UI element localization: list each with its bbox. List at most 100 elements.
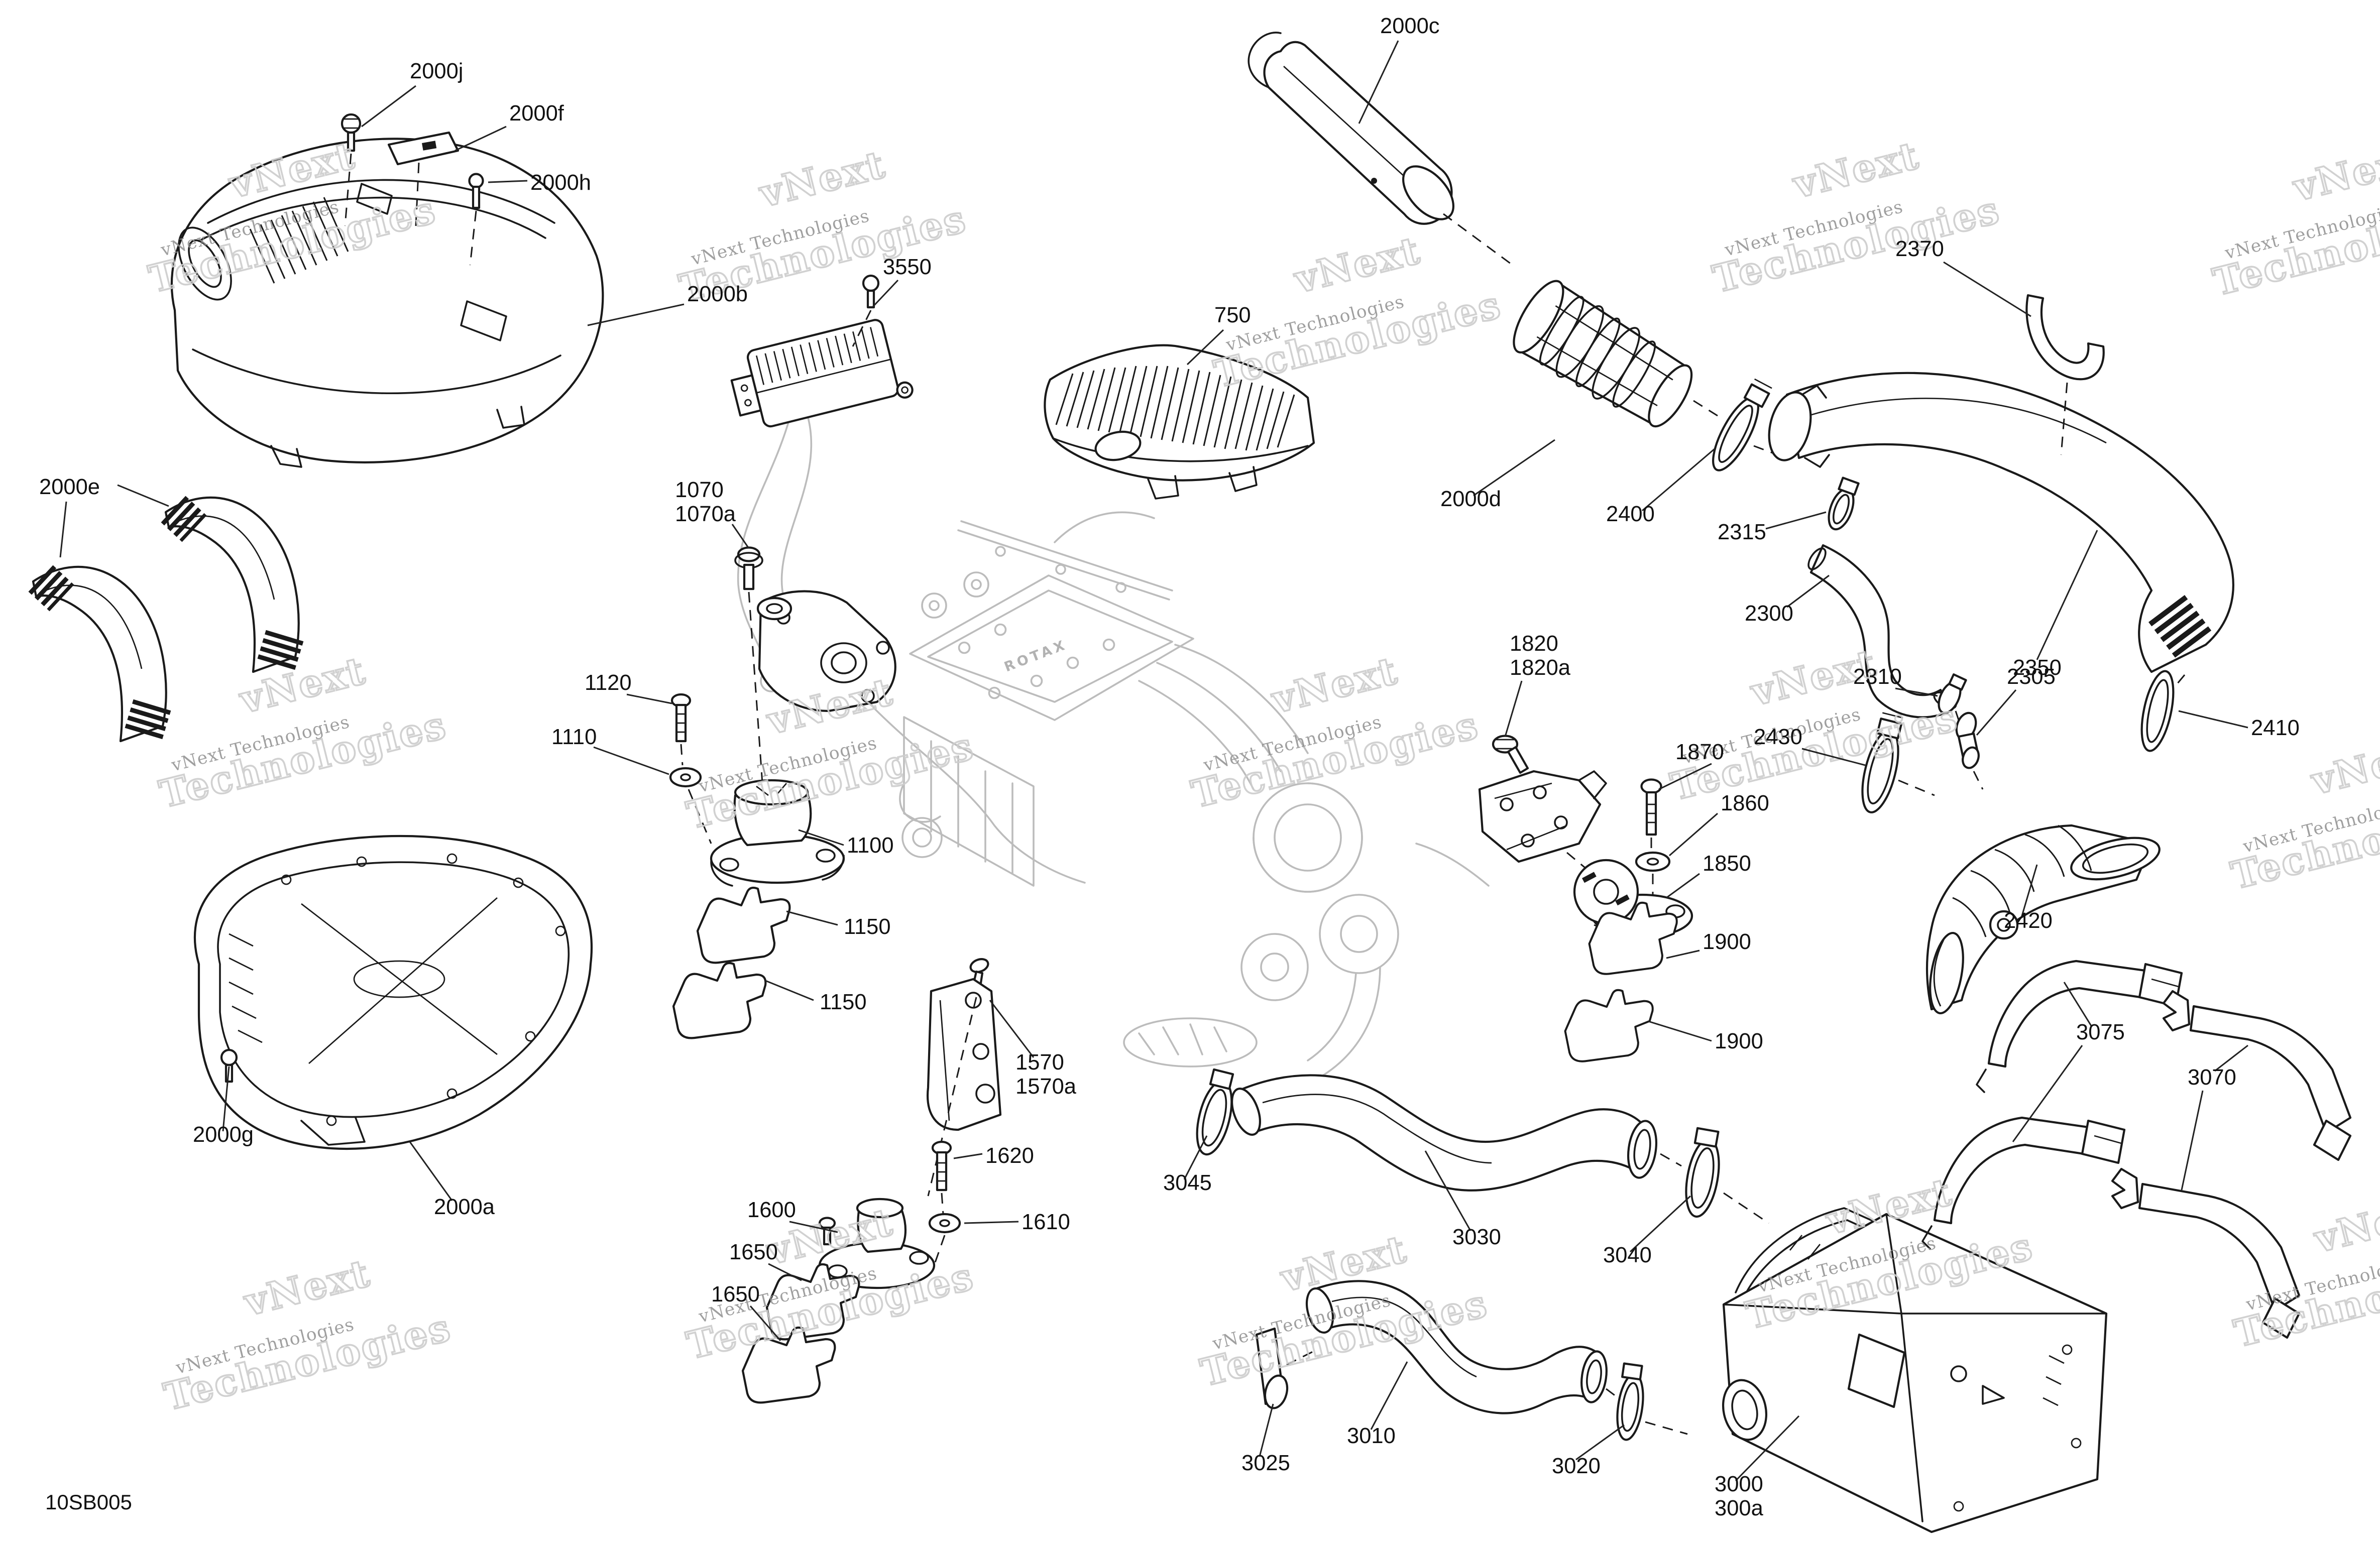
bracket-1820-drawing — [1478, 770, 1607, 869]
part-label-3045: 3045 — [1163, 1171, 1212, 1195]
ring-2410-drawing — [2140, 670, 2175, 752]
leader-line-2000g — [222, 1066, 230, 1132]
engine-assembly-drawing: ROTAX — [737, 415, 1490, 1077]
watermark-big-top: vNext — [2306, 730, 2380, 803]
leader-line-2000j — [361, 85, 416, 128]
part-label-2300: 2300 — [1745, 602, 1793, 626]
watermark-big-top: vNext — [239, 1251, 375, 1325]
leader-line-2420 — [2021, 864, 2038, 916]
bracket-1100-upper-drawing — [756, 590, 896, 712]
leader-line-2000f — [455, 126, 507, 152]
part-label-2400: 2400 — [1606, 502, 1655, 526]
engine-cover-drawing — [1044, 344, 1315, 500]
part-label-1120: 1120 — [585, 671, 632, 695]
assembly-axis-3020 — [1606, 1388, 1688, 1435]
engine-cover-ribs — [1055, 366, 1295, 451]
leader-line-1820 — [1504, 680, 1523, 737]
leader-line-3045 — [1183, 1135, 1208, 1180]
bolt-1820-drawing — [1492, 735, 1550, 802]
leader-line-2000a — [409, 1141, 453, 1201]
part-label-1110: 1110 — [551, 725, 597, 749]
leader-line-3020 — [1575, 1424, 1625, 1461]
part-label-2000e: 2000e — [39, 475, 100, 499]
part-label-2420: 2420 — [2004, 909, 2053, 933]
bracket-1570-drawing — [927, 958, 1002, 1197]
part-label-1650-a: 1650 — [729, 1240, 778, 1264]
leader-line-2400 — [1642, 448, 1715, 512]
mount-1100-drawing — [710, 779, 845, 887]
leader-line-1870 — [1658, 763, 1712, 790]
leader-line-3030 — [1424, 1150, 1471, 1231]
part-label-2000h: 2000h — [530, 171, 591, 195]
part-label-2305: 2305 — [2007, 665, 2056, 689]
leader-line-2000d — [1473, 439, 1555, 497]
part-label-2410: 2410 — [2251, 716, 2300, 740]
part-label-1620: 1620 — [985, 1144, 1034, 1168]
leader-line-2410 — [2178, 710, 2248, 729]
intercooler-drawing — [1722, 1207, 2108, 1533]
strap-3075-b-drawing — [1921, 1116, 2126, 1250]
leader-line-3040 — [1629, 1195, 1691, 1253]
elbow-2420-drawing — [1925, 824, 2161, 1015]
mount-1600-drawing — [818, 1198, 936, 1289]
leader-line-1620 — [953, 1153, 983, 1159]
leader-line-1610 — [964, 1221, 1019, 1224]
leader-line-2350 — [2036, 530, 2098, 660]
leader-line-1070 — [731, 524, 750, 549]
watermark-big-top: vNext — [1267, 648, 1402, 722]
part-label-750: 750 — [1214, 303, 1251, 327]
part-label-2310: 2310 — [1853, 665, 1902, 689]
leader-line-1650-a — [768, 1263, 802, 1281]
charge-pipe-drawing — [1768, 372, 2234, 693]
leader-line-1150-a — [786, 910, 838, 926]
airbox-lower-drawing — [193, 835, 593, 1150]
part-label-1600: 1600 — [747, 1198, 796, 1222]
leader-line-1100 — [798, 829, 844, 846]
clamp-3040-drawing — [1685, 1127, 1720, 1218]
leader-line-750 — [1186, 329, 1224, 366]
clamp-2430-drawing — [1861, 712, 1903, 813]
part-label-layer: 2000j2000f2000h2000b35507502000c2000d237… — [39, 14, 2300, 1520]
leader-line-layer — [59, 40, 2248, 1482]
clamp-2315-drawing — [1828, 477, 1860, 531]
bolt-1070-drawing — [734, 546, 763, 784]
leader-line-3075 — [2063, 982, 2092, 1026]
hose-2000e-right — [161, 496, 304, 673]
leader-line-2000b — [587, 303, 685, 326]
assembly-axis-2000d — [1693, 400, 1718, 417]
leader-line-2430 — [1801, 748, 1866, 766]
leader-line-1150-b — [765, 980, 814, 1001]
shim-1150-a — [698, 888, 789, 963]
part-label-2315: 2315 — [1718, 520, 1766, 544]
airbox-vent-hatch — [249, 197, 349, 284]
part-label-2000a: 2000a — [434, 1195, 495, 1219]
screw-2000j — [341, 113, 362, 226]
leader-line-2310 — [1895, 687, 1938, 697]
fitting-2305-drawing — [1955, 710, 1984, 790]
hose-3010-drawing — [1305, 1280, 1608, 1414]
part-label-2000c: 2000c — [1380, 14, 1440, 38]
clamp-2310-drawing — [1938, 673, 1967, 714]
watermark-big-top: vNext — [1289, 228, 1425, 302]
leader-line-3075 — [2012, 1045, 2083, 1142]
clamp-3045-drawing — [1196, 1068, 1234, 1156]
leader-line-1110 — [593, 746, 669, 775]
leader-line-1120 — [626, 693, 672, 704]
part-label-2370: 2370 — [1895, 237, 1944, 261]
leader-line-2370 — [1943, 261, 2031, 317]
part-label-1610: 1610 — [1022, 1210, 1070, 1234]
hook-2370-drawing — [2025, 294, 2105, 455]
part-label-1900-a: 1900 — [1703, 930, 1751, 954]
bolt-1620-drawing — [931, 1140, 952, 1215]
part-label-3030: 3030 — [1452, 1225, 1501, 1249]
watermark-big-top: vNext — [1788, 133, 1923, 207]
leader-line-3550 — [871, 279, 899, 308]
part-label-2000b: 2000b — [687, 282, 748, 306]
part-label-2000d: 2000d — [1440, 487, 1501, 511]
